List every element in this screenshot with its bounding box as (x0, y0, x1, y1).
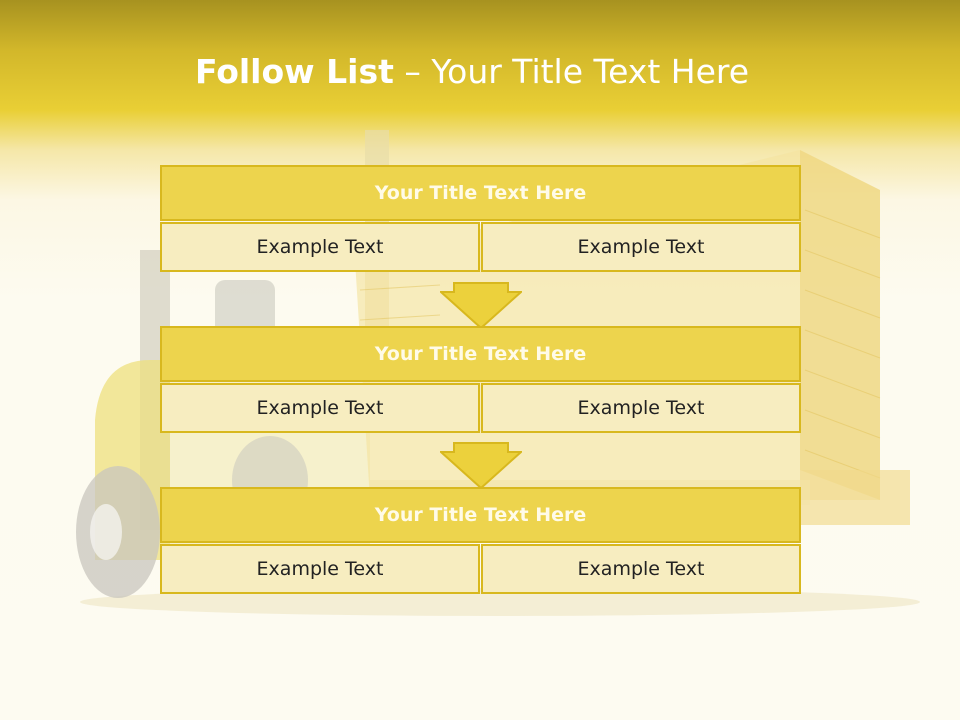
list-block-3: Your Title Text Here Example Text Exampl… (160, 487, 801, 594)
title-bold-part: Follow List (194, 52, 394, 91)
list-block-2: Your Title Text Here Example Text Exampl… (160, 326, 801, 433)
block-cell-left: Example Text (160, 222, 480, 272)
down-arrow-icon (440, 442, 522, 490)
block-cell-left: Example Text (160, 383, 480, 433)
block-cell-right: Example Text (481, 544, 801, 594)
block-row: Example Text Example Text (160, 222, 801, 272)
block-cell-right: Example Text (481, 222, 801, 272)
block-cell-right: Example Text (481, 383, 801, 433)
block-title: Your Title Text Here (160, 165, 801, 221)
block-cell-left: Example Text (160, 544, 480, 594)
list-block-1: Your Title Text Here Example Text Exampl… (160, 165, 801, 272)
slide-title: Follow List – Your Title Text Here (0, 52, 944, 91)
block-title: Your Title Text Here (160, 326, 801, 382)
title-rest-part: – Your Title Text Here (393, 52, 750, 91)
block-row: Example Text Example Text (160, 383, 801, 433)
block-row: Example Text Example Text (160, 544, 801, 594)
down-arrow-icon (440, 282, 522, 330)
block-title: Your Title Text Here (160, 487, 801, 543)
